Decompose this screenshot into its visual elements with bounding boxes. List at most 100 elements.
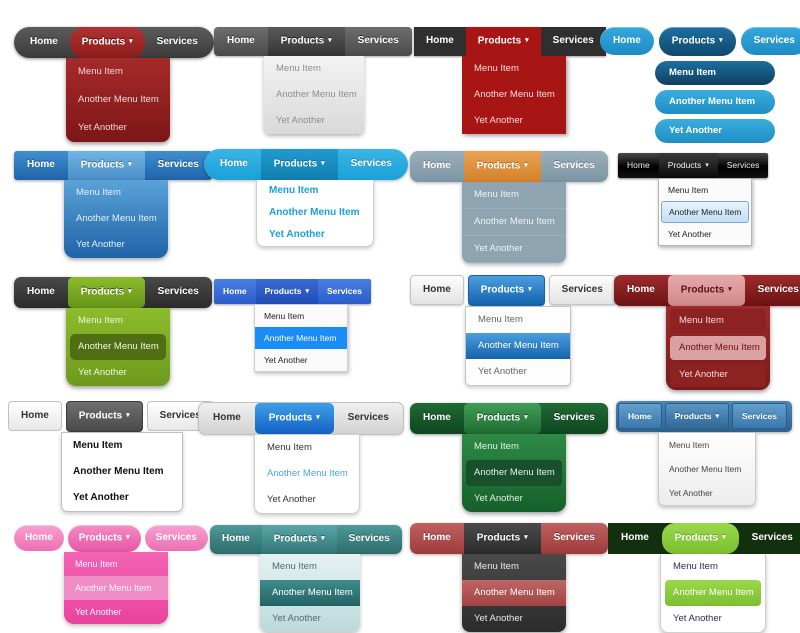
nav-item-services[interactable]: Services [751, 532, 793, 543]
nav-item-services[interactable]: Services [731, 403, 787, 429]
menu-item[interactable]: Another Menu Item [255, 326, 347, 349]
nav-item-home[interactable]: Home [426, 35, 454, 46]
menu-item[interactable]: Menu Item [78, 314, 123, 326]
menu-item[interactable]: Another Menu Item [474, 88, 555, 100]
menu-item[interactable]: Menu Item [264, 310, 305, 321]
nav-item-products[interactable]: Products▾ [267, 27, 345, 56]
menu-item[interactable]: Menu Item [655, 60, 775, 85]
nav-item-home[interactable]: Home [27, 286, 55, 297]
nav-item-products[interactable]: Products▾ [463, 403, 541, 434]
menu-item[interactable]: Yet Another [264, 354, 308, 365]
nav-item-home[interactable]: Home [220, 158, 248, 169]
nav-item-home[interactable]: Home [423, 160, 451, 171]
menu-item[interactable]: Yet Another [272, 612, 321, 624]
menu-item[interactable]: Yet Another [276, 114, 325, 126]
menu-item[interactable]: Another Menu Item [655, 89, 775, 114]
menu-item[interactable]: Yet Another [474, 612, 523, 624]
menu-item[interactable]: Menu Item [73, 439, 123, 451]
menu-item[interactable]: Another Menu Item [70, 333, 166, 360]
menu-item[interactable]: Another Menu Item [665, 579, 761, 606]
menu-item[interactable]: Yet Another [269, 228, 325, 240]
menu-item[interactable]: Another Menu Item [276, 88, 357, 100]
menu-item[interactable]: Another Menu Item [669, 463, 742, 474]
nav-item-products[interactable]: Products▾ [661, 523, 739, 554]
menu-item[interactable]: Menu Item [670, 308, 766, 333]
nav-item-services[interactable]: Services [157, 286, 199, 297]
nav-item-products[interactable]: Products▾ [254, 403, 334, 434]
menu-item[interactable]: Yet Another [478, 365, 527, 377]
menu-item[interactable]: Another Menu Item [73, 465, 164, 477]
menu-item[interactable]: Another Menu Item [661, 200, 749, 223]
nav-item-home[interactable]: Home [600, 27, 654, 55]
nav-item-services[interactable]: Services [552, 35, 594, 46]
nav-item-home[interactable]: Home [27, 159, 55, 170]
nav-item-services[interactable]: Services [553, 532, 595, 543]
nav-item-home[interactable]: Home [222, 533, 250, 544]
menu-item[interactable]: Yet Another [655, 118, 775, 143]
nav-item-products[interactable]: Products▾ [67, 151, 145, 180]
nav-item-products[interactable]: Products▾ [463, 523, 541, 554]
nav-item-services[interactable]: Services [548, 275, 616, 305]
menu-item[interactable]: Menu Item [276, 62, 321, 74]
menu-item[interactable]: Another Menu Item [670, 335, 766, 360]
nav-item-home[interactable]: Home [227, 35, 255, 46]
menu-item[interactable]: Menu Item [474, 62, 519, 74]
nav-item-services[interactable]: Services [348, 533, 390, 544]
menu-item[interactable]: Menu Item [267, 441, 312, 453]
nav-item-home[interactable]: Home [213, 412, 241, 423]
nav-item-services[interactable]: Services [740, 27, 800, 55]
menu-item[interactable]: Another Menu Item [269, 206, 360, 218]
menu-item[interactable]: Yet Another [669, 487, 713, 498]
menu-item[interactable]: Menu Item [673, 560, 718, 572]
nav-item-services[interactable]: Services [553, 412, 595, 423]
menu-item[interactable]: Another Menu Item [267, 467, 348, 479]
menu-item[interactable]: Menu Item [272, 560, 317, 572]
nav-item-products[interactable]: Products▾ [658, 153, 718, 178]
menu-item[interactable]: Yet Another [670, 362, 766, 387]
nav-item-services[interactable]: Services [726, 160, 760, 170]
nav-item-home[interactable]: Home [423, 412, 451, 423]
menu-item[interactable]: Another Menu Item [64, 575, 168, 600]
nav-item-services[interactable]: Services [347, 412, 389, 423]
menu-item[interactable]: Yet Another [75, 606, 122, 617]
menu-item[interactable]: Another Menu Item [462, 579, 566, 606]
menu-item[interactable]: Menu Item [76, 186, 121, 198]
nav-item-home[interactable]: Home [30, 36, 58, 47]
nav-item-services[interactable]: Services [357, 35, 399, 46]
menu-item[interactable]: Yet Another [673, 612, 722, 624]
menu-item[interactable]: Menu Item [462, 182, 566, 209]
menu-item[interactable]: Another Menu Item [78, 93, 159, 105]
menu-item[interactable]: Another Menu Item [466, 459, 562, 486]
nav-item-products[interactable]: Products▾ [67, 277, 145, 308]
nav-item-products[interactable]: Products▾ [260, 149, 338, 180]
menu-item[interactable]: Another Menu Item [76, 212, 157, 224]
menu-item[interactable]: Yet Another [73, 491, 129, 503]
menu-item[interactable]: Yet Another [267, 493, 316, 505]
menu-item[interactable]: Menu Item [269, 184, 319, 196]
nav-item-products[interactable]: Products▾ [667, 275, 745, 306]
nav-item-home[interactable]: Home [8, 401, 62, 431]
nav-item-home[interactable]: Home [627, 160, 650, 170]
nav-item-products[interactable]: Products▾ [69, 27, 145, 58]
menu-item[interactable]: Yet Another [78, 121, 127, 133]
nav-item-home[interactable]: Home [14, 525, 64, 551]
menu-item[interactable]: Menu Item [474, 440, 519, 452]
nav-item-products[interactable]: Products▾ [465, 27, 541, 56]
menu-item[interactable]: Menu Item [78, 65, 123, 77]
menu-item[interactable]: Yet Another [474, 492, 523, 504]
menu-item[interactable]: Another Menu Item [260, 579, 360, 606]
nav-item-products[interactable]: Products▾ [658, 27, 736, 56]
nav-item-products[interactable]: Products▾ [664, 403, 729, 430]
nav-item-services[interactable]: Services [553, 160, 595, 171]
nav-item-services[interactable]: Services [144, 525, 208, 551]
nav-item-home[interactable]: Home [410, 275, 464, 305]
menu-item[interactable]: Menu Item [478, 313, 523, 325]
nav-item-products[interactable]: Products▾ [67, 525, 141, 552]
nav-item-home[interactable]: Home [627, 284, 655, 295]
menu-item[interactable]: Yet Another [474, 114, 523, 126]
menu-item[interactable]: Menu Item [669, 439, 710, 450]
menu-item[interactable]: Yet Another [462, 236, 566, 263]
nav-item-products[interactable]: Products▾ [261, 525, 337, 554]
nav-item-home[interactable]: Home [223, 286, 247, 296]
menu-item[interactable]: Menu Item [75, 558, 118, 569]
